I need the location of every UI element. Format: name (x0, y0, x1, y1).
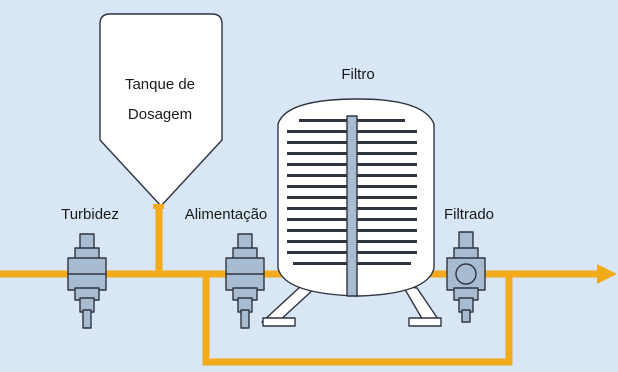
filtrate-label: Filtrado (443, 206, 495, 223)
filtrate-sensor (446, 231, 486, 323)
filter-plates (287, 119, 417, 265)
dosing-tank-label: Tanque de Dosagem (108, 70, 212, 130)
dosing-tank (99, 13, 223, 207)
turbidity-sensor (67, 233, 107, 329)
bypass-pipe (202, 274, 513, 366)
feed-label: Alimentação (184, 206, 268, 223)
filter-legs (261, 285, 442, 327)
filter-label: Filtro (341, 66, 375, 83)
turbidity-label: Turbidez (61, 206, 119, 223)
dosing-tank-outlet (153, 204, 164, 209)
dosing-tank-label-line2: Dosagem (127, 106, 193, 123)
filter-shaft (346, 115, 358, 297)
feed-sensor (225, 233, 265, 329)
arrow-right-icon (597, 264, 617, 284)
dosing-tank-label-line1: Tanque de (124, 76, 196, 93)
